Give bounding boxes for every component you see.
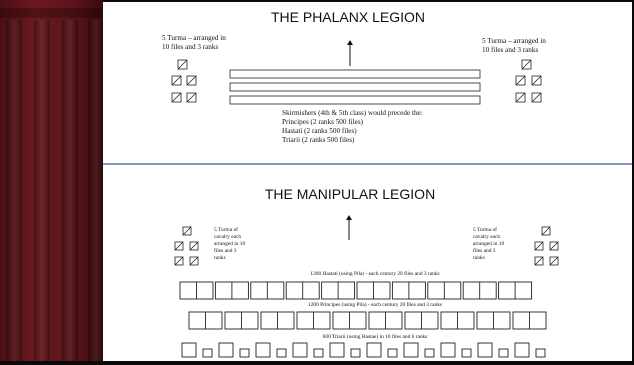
cavalry-square xyxy=(182,226,192,236)
manipular-title: THE MANIPULAR LEGION xyxy=(264,186,436,202)
phalanx-line-triarii xyxy=(229,95,481,105)
velites-unit xyxy=(535,348,546,358)
velites-unit xyxy=(350,348,361,358)
triarii-century xyxy=(440,342,456,358)
frame-border-top xyxy=(103,0,634,2)
cavalry-square-slash xyxy=(515,75,526,86)
cavalry-square-slash xyxy=(531,75,542,86)
velites-unit xyxy=(498,348,509,358)
velites-unit xyxy=(387,348,398,358)
phalanx-line-hastati xyxy=(229,82,481,92)
cavalry-square-slash xyxy=(171,75,182,86)
velites-unit xyxy=(424,348,435,358)
photo-column xyxy=(34,20,50,365)
hastati-label: 1200 Hastati (using Pila) - each century… xyxy=(310,271,440,277)
cavalry-square-slash xyxy=(521,59,532,70)
triarii-century xyxy=(292,342,308,358)
cavalry-square-slash xyxy=(515,92,526,103)
cavalry-square xyxy=(531,75,542,86)
slide-divider xyxy=(103,163,634,165)
cavalry-square xyxy=(186,75,197,86)
cavalry-square xyxy=(541,226,551,236)
photo-column xyxy=(6,20,22,365)
photo-column xyxy=(88,20,104,365)
manipular-left-cavalry-note: 5 Turma of cavalry each arranged in 10 f… xyxy=(214,227,246,261)
frame-border-right xyxy=(632,0,634,365)
building-photo xyxy=(0,0,104,365)
velites-unit xyxy=(202,348,213,358)
cavalry-square xyxy=(549,241,559,251)
cavalry-square-slash xyxy=(182,226,192,236)
phalanx-skirmishers-text: Skirmishers (4th & 5th class) would prec… xyxy=(282,109,423,117)
triarii-century xyxy=(477,342,493,358)
manipular-right-cavalry-note: 5 Turma of cavalry each arranged in 10 f… xyxy=(473,227,505,261)
cavalry-square xyxy=(174,241,184,251)
phalanx-title: THE PHALANX LEGION xyxy=(270,9,426,25)
cavalry-square xyxy=(515,75,526,86)
cavalry-square xyxy=(531,92,542,103)
photo-column xyxy=(62,20,78,365)
phalanx-line-principes xyxy=(229,69,481,79)
cavalry-square-slash xyxy=(186,75,197,86)
phalanx-right-cavalry-note: 5 Turma – arranged in 10 files and 3 ran… xyxy=(482,37,546,54)
cavalry-square xyxy=(171,75,182,86)
cavalry-square-slash xyxy=(549,256,559,266)
triarii-century xyxy=(329,342,345,358)
velites-unit xyxy=(276,348,287,358)
cavalry-square-slash xyxy=(186,92,197,103)
cavalry-square xyxy=(549,256,559,266)
triarii-century xyxy=(514,342,530,358)
triarii-century xyxy=(218,342,234,358)
triarii-century xyxy=(255,342,271,358)
advance-arrowhead xyxy=(346,215,352,220)
phalanx-left-cavalry-note: 5 Turma – arranged in 10 files and 3 ran… xyxy=(162,34,226,51)
triarii-century xyxy=(181,342,197,358)
cavalry-square-slash xyxy=(534,241,544,251)
velites-unit xyxy=(313,348,324,358)
cavalry-square-slash xyxy=(171,92,182,103)
cavalry-square-slash xyxy=(189,256,199,266)
cavalry-square xyxy=(189,241,199,251)
cavalry-square xyxy=(534,241,544,251)
frame-border-bottom xyxy=(0,361,634,365)
principes-label: 1200 Principes (using Pila) - each centu… xyxy=(308,302,442,308)
cavalry-square-slash xyxy=(189,241,199,251)
cavalry-square-slash xyxy=(177,59,188,70)
cavalry-square xyxy=(171,92,182,103)
triarii-century xyxy=(403,342,419,358)
photo-lintel xyxy=(0,8,103,18)
triarii-century xyxy=(366,342,382,358)
phalanx-principes-text: Principes (2 ranks 500 files) xyxy=(282,118,364,126)
cavalry-square xyxy=(534,256,544,266)
cavalry-square-slash xyxy=(534,256,544,266)
phalanx-triarii-text: Triarii (2 ranks 500 files) xyxy=(282,136,355,144)
slide-canvas xyxy=(103,0,634,365)
cavalry-square-slash xyxy=(549,241,559,251)
cavalry-square-slash xyxy=(174,241,184,251)
velites-unit xyxy=(239,348,250,358)
triarii-label: 600 Triarii (using Hastae) in 10 files a… xyxy=(322,334,428,340)
cavalry-square xyxy=(515,92,526,103)
cavalry-square xyxy=(177,59,188,70)
cavalry-square xyxy=(521,59,532,70)
velites-unit xyxy=(461,348,472,358)
cavalry-square xyxy=(174,256,184,266)
cavalry-square xyxy=(189,256,199,266)
cavalry-square-slash xyxy=(541,226,551,236)
cavalry-square-slash xyxy=(174,256,184,266)
phalanx-hastati-text: Hastati (2 ranks 500 files) xyxy=(282,127,357,135)
cavalry-square-slash xyxy=(531,92,542,103)
cavalry-square xyxy=(186,92,197,103)
advance-arrowhead xyxy=(347,40,353,45)
